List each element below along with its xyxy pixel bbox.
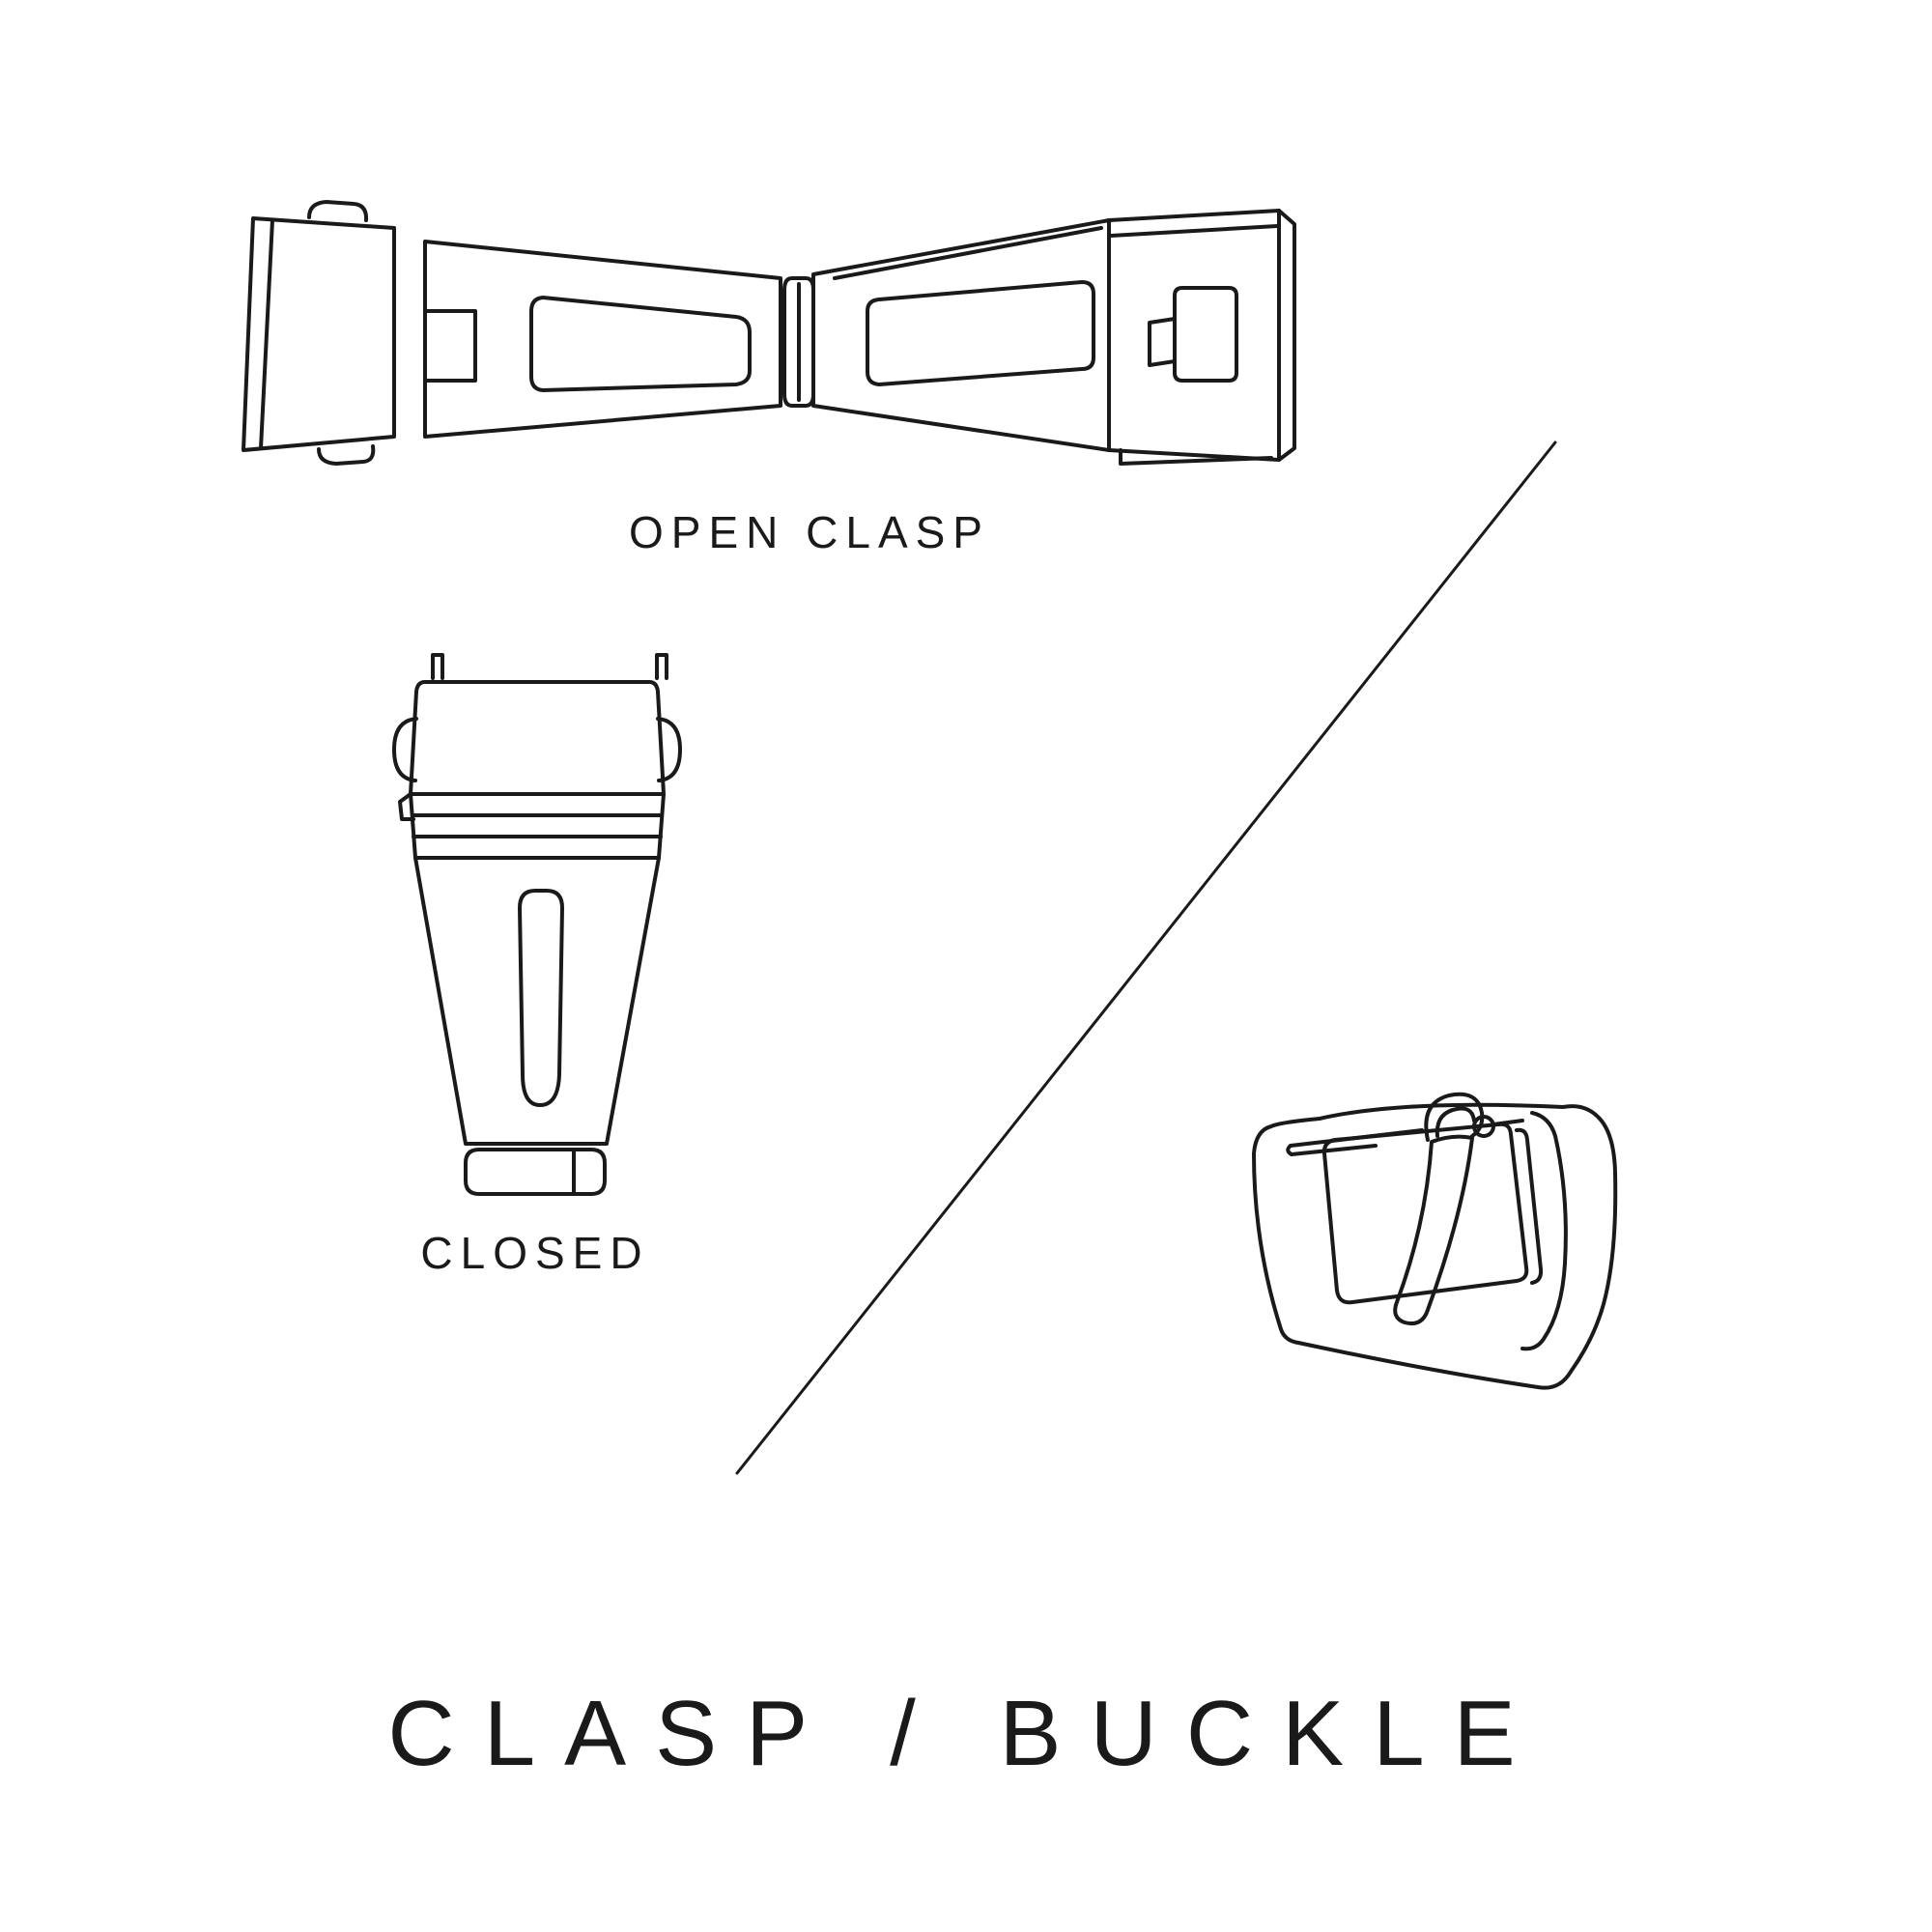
diagonal-divider-line (735, 440, 1557, 1475)
open-clasp-illustration (242, 200, 1296, 466)
closed-clasp-illustration (392, 653, 682, 1196)
closed-clasp-label: CLOSED (420, 1228, 650, 1278)
diagram-title: CLASP / BUCKLE (387, 1682, 1545, 1785)
open-clasp-label: OPEN CLASP (629, 507, 990, 557)
buckle-illustration (1252, 1092, 1618, 1390)
